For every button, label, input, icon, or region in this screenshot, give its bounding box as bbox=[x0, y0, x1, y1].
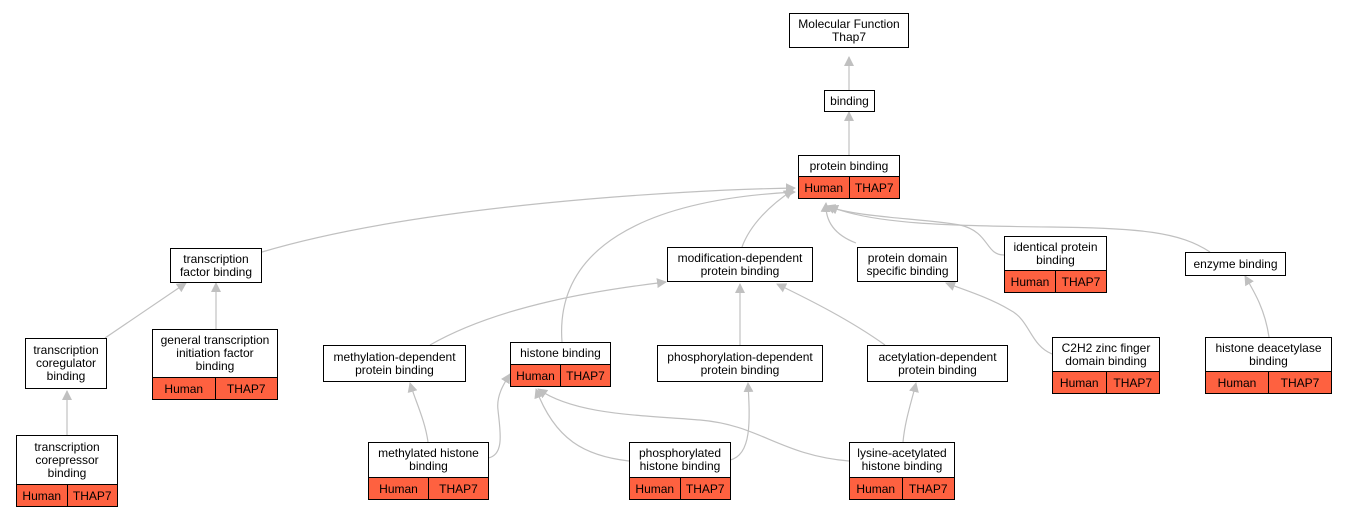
edge-methylated-histone-to-histone-binding bbox=[487, 373, 511, 459]
edge-modification-dependent-to-protein-binding bbox=[741, 189, 794, 248]
gene-cell: THAP7 bbox=[1105, 372, 1160, 393]
node-label: C2H2 zinc finger domain binding bbox=[1061, 340, 1151, 368]
gene-cell: THAP7 bbox=[428, 478, 488, 499]
node-c2h2-zinc-finger-domain-binding[interactable]: C2H2 zinc finger domain binding Human TH… bbox=[1052, 337, 1160, 394]
gene-cell: THAP7 bbox=[214, 378, 278, 399]
gene-cell: THAP7 bbox=[1055, 271, 1106, 292]
annotation-row: Human THAP7 bbox=[153, 377, 277, 399]
species-cell: Human bbox=[804, 180, 844, 195]
node-general-transcription-initiation-factor-binding[interactable]: general transcription initiation factor … bbox=[152, 329, 278, 400]
edge-histone-deacetylase-to-enzyme-binding bbox=[1244, 275, 1270, 338]
species-cell: Human bbox=[856, 481, 896, 496]
node-methylation-dependent-protein-binding[interactable]: methylation-dependent protein binding bbox=[323, 345, 466, 382]
annotation-row: Human THAP7 bbox=[1005, 270, 1106, 292]
annotation-row: Human THAP7 bbox=[511, 364, 610, 386]
edge-acetylation-dependent-to-modification-dependent bbox=[776, 283, 886, 346]
node-label: histone binding bbox=[520, 346, 601, 360]
node-label: transcription factor binding bbox=[179, 251, 253, 279]
annotation-row: Human THAP7 bbox=[369, 477, 488, 499]
annotation-row: Human THAP7 bbox=[1206, 371, 1331, 393]
gene-cell: THAP7 bbox=[560, 365, 610, 386]
annotation-row: Human THAP7 bbox=[850, 477, 954, 499]
gene-cell: THAP7 bbox=[1268, 372, 1331, 393]
edge-transcription-factor-binding-to-protein-binding bbox=[261, 183, 796, 253]
node-label: lysine-acetylated histone binding bbox=[857, 446, 947, 473]
node-label: methylation-dependent protein binding bbox=[333, 349, 456, 377]
node-label: transcription coregulator binding bbox=[33, 343, 99, 383]
node-label: modification-dependent protein binding bbox=[677, 250, 803, 278]
node-label: Molecular Function Thap7 bbox=[798, 16, 900, 44]
node-protein-domain-specific-binding[interactable]: protein domain specific binding bbox=[857, 247, 958, 282]
node-histone-deacetylase-binding[interactable]: histone deacetylase binding Human THAP7 bbox=[1205, 337, 1332, 394]
edge-phosphorylated-histone-to-histone-binding bbox=[534, 388, 630, 462]
node-methylated-histone-binding[interactable]: methylated histone binding Human THAP7 bbox=[368, 442, 489, 500]
node-acetylation-dependent-protein-binding[interactable]: acetylation-dependent protein binding bbox=[867, 345, 1008, 382]
node-label: acetylation-dependent protein binding bbox=[878, 349, 997, 377]
node-label: protein domain specific binding bbox=[866, 250, 949, 278]
node-transcription-factor-binding[interactable]: transcription factor binding bbox=[170, 248, 262, 283]
edge-protein-domain-specific-to-protein-binding bbox=[820, 202, 857, 244]
node-protein-binding[interactable]: protein binding Human THAP7 bbox=[798, 155, 900, 199]
edge-phosphorylated-histone-to-phosphorylation-dependent bbox=[729, 382, 754, 461]
edge-methylated-histone-to-methylation-dependent bbox=[407, 382, 429, 443]
edge-lysine-acetylated-to-histone-binding bbox=[537, 388, 850, 462]
node-label: enzyme binding bbox=[1193, 256, 1278, 271]
node-phosphorylated-histone-binding[interactable]: phosphorylated histone binding Human THA… bbox=[629, 442, 731, 500]
annotation-row: Human THAP7 bbox=[17, 484, 117, 506]
species-cell: Human bbox=[379, 481, 418, 496]
node-label: binding bbox=[830, 93, 869, 108]
gene-cell: THAP7 bbox=[66, 485, 118, 506]
node-transcription-corepressor-binding[interactable]: transcription corepressor binding Human … bbox=[16, 435, 118, 507]
node-molecular-function-root[interactable]: Molecular Function Thap7 bbox=[789, 13, 909, 48]
edge-transcription-coregulator-to-transcription-factor-binding bbox=[104, 282, 187, 339]
node-enzyme-binding[interactable]: enzyme binding bbox=[1185, 252, 1286, 276]
gene-cell: THAP7 bbox=[848, 177, 900, 198]
species-cell: Human bbox=[22, 488, 62, 503]
annotation-row: Human THAP7 bbox=[1053, 371, 1159, 393]
edge-enzyme-binding-to-protein-binding bbox=[828, 205, 1211, 253]
species-cell: Human bbox=[1217, 375, 1257, 390]
edge-methylation-dependent-to-modification-dependent bbox=[429, 278, 667, 346]
node-label: general transcription initiation factor … bbox=[160, 333, 270, 373]
edge-histone-binding-to-protein-binding bbox=[561, 187, 796, 343]
annotation-row: Human THAP7 bbox=[799, 176, 899, 198]
species-cell: Human bbox=[516, 368, 555, 383]
node-label: histone deacetylase binding bbox=[1215, 340, 1322, 368]
edge-identical-protein-to-protein-binding bbox=[825, 204, 1005, 256]
edge-lysine-acetylated-to-acetylation-dependent bbox=[902, 382, 919, 443]
annotation-row: Human THAP7 bbox=[630, 477, 730, 499]
gene-cell: THAP7 bbox=[679, 478, 731, 499]
node-histone-binding[interactable]: histone binding Human THAP7 bbox=[510, 342, 611, 387]
node-label: identical protein binding bbox=[1013, 239, 1098, 267]
species-cell: Human bbox=[1059, 375, 1099, 390]
species-cell: Human bbox=[1010, 274, 1050, 289]
edge-c2h2-to-protein-domain-specific bbox=[945, 281, 1053, 355]
node-label: protein binding bbox=[809, 158, 889, 173]
species-cell: Human bbox=[635, 481, 675, 496]
node-phosphorylation-dependent-protein-binding[interactable]: phosphorylation-dependent protein bindin… bbox=[657, 345, 823, 382]
node-transcription-coregulator-binding[interactable]: transcription coregulator binding bbox=[25, 338, 107, 389]
node-lysine-acetylated-histone-binding[interactable]: lysine-acetylated histone binding Human … bbox=[849, 442, 955, 500]
node-modification-dependent-protein-binding[interactable]: modification-dependent protein binding bbox=[667, 247, 813, 282]
node-label: transcription corepressor binding bbox=[34, 439, 100, 480]
node-label: phosphorylated histone binding bbox=[638, 446, 722, 473]
gene-cell: THAP7 bbox=[901, 478, 955, 499]
species-cell: Human bbox=[164, 381, 204, 396]
node-label: methylated histone binding bbox=[378, 446, 479, 473]
node-label: phosphorylation-dependent protein bindin… bbox=[667, 349, 813, 377]
node-identical-protein-binding[interactable]: identical protein binding Human THAP7 bbox=[1004, 236, 1107, 293]
node-binding[interactable]: binding bbox=[824, 90, 875, 112]
